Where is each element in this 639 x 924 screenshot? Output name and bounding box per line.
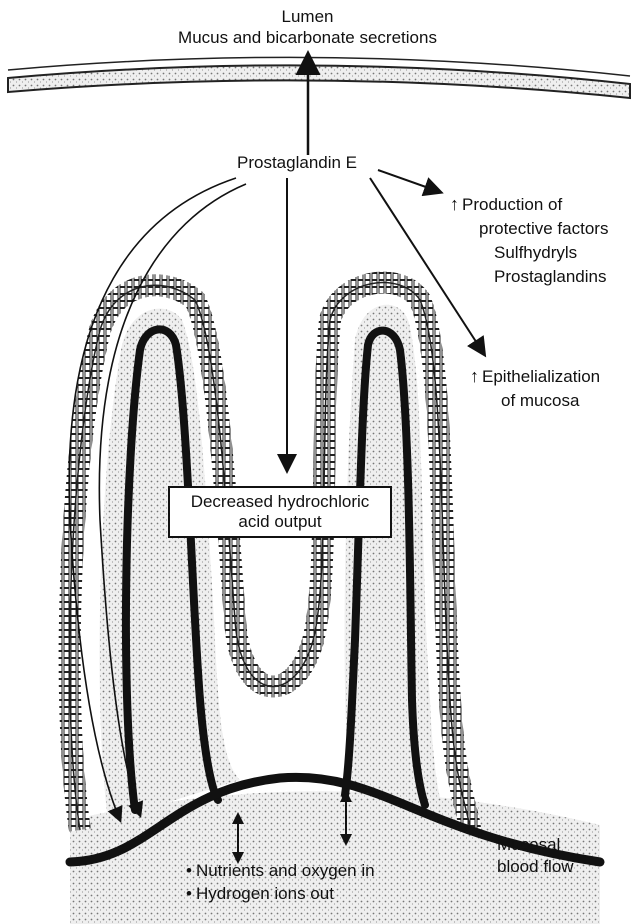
acid-box-line-1: Decreased hydrochloric [170, 492, 390, 512]
lumen-label: Lumen [245, 6, 370, 27]
increase-arrow-icon: ↑ [470, 366, 479, 386]
bullet-icon: • [186, 884, 192, 903]
blood-flow-line-1: Mucosal [497, 834, 560, 855]
production-text-1: Production of [462, 195, 562, 214]
epithelial-line-2: of mucosa [501, 390, 579, 411]
production-line-3: Sulfhydryls [494, 242, 577, 263]
production-line-4: Prostaglandins [494, 266, 606, 287]
hydrogen-text: Hydrogen ions out [196, 884, 334, 903]
epithelial-line-1: ↑Epithelialization [470, 366, 600, 387]
hydrogen-label: •Hydrogen ions out [186, 883, 334, 904]
production-line-1: ↑Production of [450, 194, 562, 215]
epithelial-text-1: Epithelialization [482, 367, 600, 386]
acid-output-box: Decreased hydrochloric acid output [168, 486, 392, 538]
production-line-2: protective factors [479, 218, 608, 239]
nutrients-text: Nutrients and oxygen in [196, 861, 375, 880]
lumen-secretions-label: Mucus and bicarbonate secretions [140, 27, 475, 48]
bullet-icon: • [186, 861, 192, 880]
acid-box-line-2: acid output [170, 512, 390, 532]
blood-flow-line-2: blood flow [497, 856, 574, 877]
lumen-membrane [8, 65, 630, 98]
arrow-to-production [378, 170, 440, 192]
nutrients-label: •Nutrients and oxygen in [186, 860, 375, 881]
prostaglandin-label: Prostaglandin E [237, 152, 357, 173]
increase-arrow-icon: ↑ [450, 194, 459, 214]
